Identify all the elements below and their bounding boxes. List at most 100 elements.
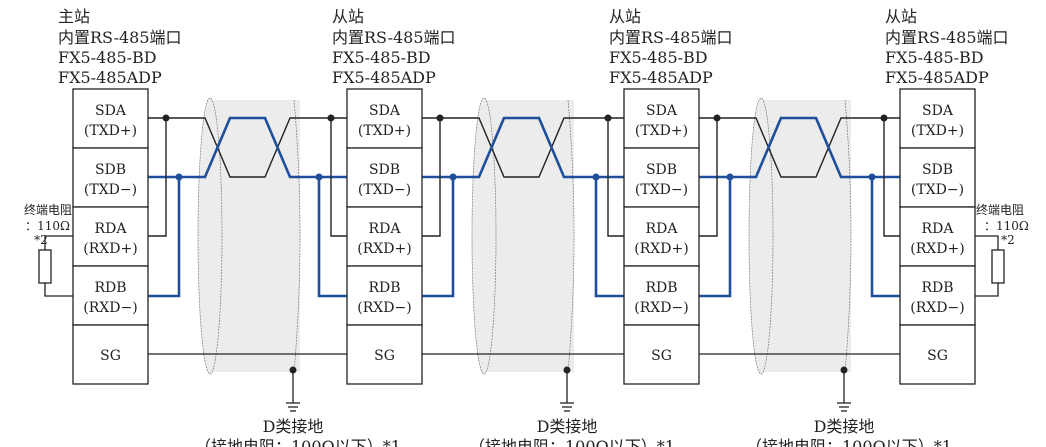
ground-sub-label: （接地电阻：100Ω以下）*1 bbox=[195, 437, 401, 447]
shield-end-left bbox=[748, 97, 774, 375]
station-model-line: 内置RS-485端口 bbox=[885, 28, 1009, 47]
resistor-icon bbox=[38, 249, 52, 284]
cable-shield bbox=[484, 100, 574, 372]
station-model-line: FX5-485-BD bbox=[885, 48, 984, 67]
junction-dot bbox=[604, 114, 612, 122]
station-model-line: FX5-485-BD bbox=[609, 48, 708, 67]
terminal-name: SDB bbox=[369, 162, 400, 178]
pair-wire-b bbox=[699, 116, 900, 179]
sda-rda-jumper bbox=[699, 118, 718, 237]
junction-dot bbox=[726, 173, 734, 181]
terminal-rdb bbox=[899, 265, 976, 326]
shield-end-right bbox=[844, 99, 852, 373]
terminal-name: RDB bbox=[645, 280, 677, 296]
terminator-wire bbox=[44, 283, 73, 297]
terminal-signal: (TXD−) bbox=[358, 182, 411, 198]
terminal-signal: (RXD−) bbox=[634, 300, 688, 316]
terminal-sda bbox=[346, 88, 423, 149]
sdb-rdb-jumper bbox=[594, 177, 624, 298]
terminal-signal: (TXD+) bbox=[635, 123, 688, 139]
terminal-name: RDB bbox=[921, 280, 953, 296]
terminal-name: RDA bbox=[369, 221, 402, 237]
terminal-signal: (RXD+) bbox=[357, 241, 411, 257]
terminal-rda bbox=[346, 206, 423, 267]
terminal-name: RDA bbox=[646, 221, 679, 237]
terminal-signal: (RXD+) bbox=[634, 241, 688, 257]
sdb-rdb-jumper bbox=[148, 177, 181, 298]
station-model-line: 内置RS-485端口 bbox=[58, 28, 182, 47]
shield-end-right bbox=[293, 99, 301, 373]
pair-wire-a bbox=[422, 117, 624, 178]
sdb-rdb-jumper bbox=[422, 177, 455, 298]
station-model-line: FX5-485ADP bbox=[609, 68, 713, 87]
terminator-label: 终端电阻 bbox=[24, 202, 72, 217]
junction-dot bbox=[175, 173, 183, 181]
terminal-sg bbox=[72, 324, 149, 385]
terminal-name: SDA bbox=[369, 103, 401, 119]
terminal-signal: (TXD−) bbox=[911, 182, 964, 198]
station-model-line: FX5-485ADP bbox=[58, 68, 162, 87]
terminal-signal: (TXD−) bbox=[84, 182, 137, 198]
terminal-sdb bbox=[72, 147, 149, 208]
terminator-wire bbox=[975, 283, 999, 297]
terminal-signal: (RXD+) bbox=[83, 241, 137, 257]
terminal-name: RDA bbox=[95, 221, 128, 237]
station-model-line: FX5-485-BD bbox=[58, 48, 157, 67]
terminal-name: SG bbox=[651, 348, 672, 364]
sdb-rdb-jumper bbox=[870, 177, 900, 298]
terminal-sg bbox=[899, 324, 976, 385]
terminal-rdb bbox=[72, 265, 149, 326]
junction-dot bbox=[162, 114, 170, 122]
sda-rda-jumper bbox=[422, 118, 441, 237]
terminal-name: SDB bbox=[922, 162, 953, 178]
sda-rda-jumper bbox=[148, 118, 167, 237]
station-model-line: FX5-485ADP bbox=[332, 68, 436, 87]
terminal-name: RDB bbox=[94, 280, 126, 296]
cable-shield bbox=[761, 100, 851, 372]
terminal-rdb bbox=[346, 265, 423, 326]
terminal-signal: (RXD−) bbox=[83, 300, 137, 316]
terminal-signal: (TXD−) bbox=[635, 182, 688, 198]
station-role: 从站 bbox=[332, 7, 364, 26]
ground-junction-dot bbox=[840, 366, 848, 374]
terminal-name: SDA bbox=[95, 103, 127, 119]
station-model-line: FX5-485ADP bbox=[885, 68, 989, 87]
pair-wire-b bbox=[148, 116, 347, 179]
pair-wire-a bbox=[699, 117, 900, 178]
terminal-rda bbox=[623, 206, 700, 267]
shield-end-left bbox=[197, 97, 223, 375]
shield-end-right bbox=[567, 99, 575, 373]
station-model-line: 内置RS-485端口 bbox=[332, 28, 456, 47]
ground-sub-label: （接地电阻：100Ω以下）*1 bbox=[746, 437, 952, 447]
terminal-sg bbox=[346, 324, 423, 385]
station-model-line: 内置RS-485端口 bbox=[609, 28, 733, 47]
ground-junction-dot bbox=[563, 366, 571, 374]
shield-end-left bbox=[471, 97, 497, 375]
terminal-signal: (RXD+) bbox=[910, 241, 964, 257]
junction-dot bbox=[713, 114, 721, 122]
junction-dot bbox=[327, 114, 335, 122]
terminator-value: ：110Ω bbox=[25, 219, 70, 233]
ground-label: D类接地 bbox=[814, 417, 875, 436]
terminal-name: RDB bbox=[368, 280, 400, 296]
pair-wire-b bbox=[422, 116, 624, 179]
terminator-note: *2 bbox=[1001, 233, 1015, 247]
terminal-signal: (TXD+) bbox=[358, 123, 411, 139]
terminal-sda bbox=[623, 88, 700, 149]
terminal-signal: (RXD−) bbox=[357, 300, 411, 316]
sdb-rdb-jumper bbox=[699, 177, 732, 298]
terminator-label: 终端电阻 bbox=[976, 202, 1024, 217]
terminator-wire bbox=[975, 235, 999, 250]
terminal-signal: (TXD+) bbox=[84, 123, 137, 139]
terminal-name: RDA bbox=[922, 221, 955, 237]
junction-dot bbox=[592, 173, 600, 181]
terminator-value: ：110Ω bbox=[984, 219, 1029, 233]
junction-dot bbox=[449, 173, 457, 181]
ground-junction-dot bbox=[289, 366, 297, 374]
station-role: 主站 bbox=[58, 7, 90, 26]
junction-dot bbox=[880, 114, 888, 122]
terminal-name: SDA bbox=[646, 103, 678, 119]
terminal-name: SDB bbox=[646, 162, 677, 178]
terminal-name: SG bbox=[100, 348, 121, 364]
